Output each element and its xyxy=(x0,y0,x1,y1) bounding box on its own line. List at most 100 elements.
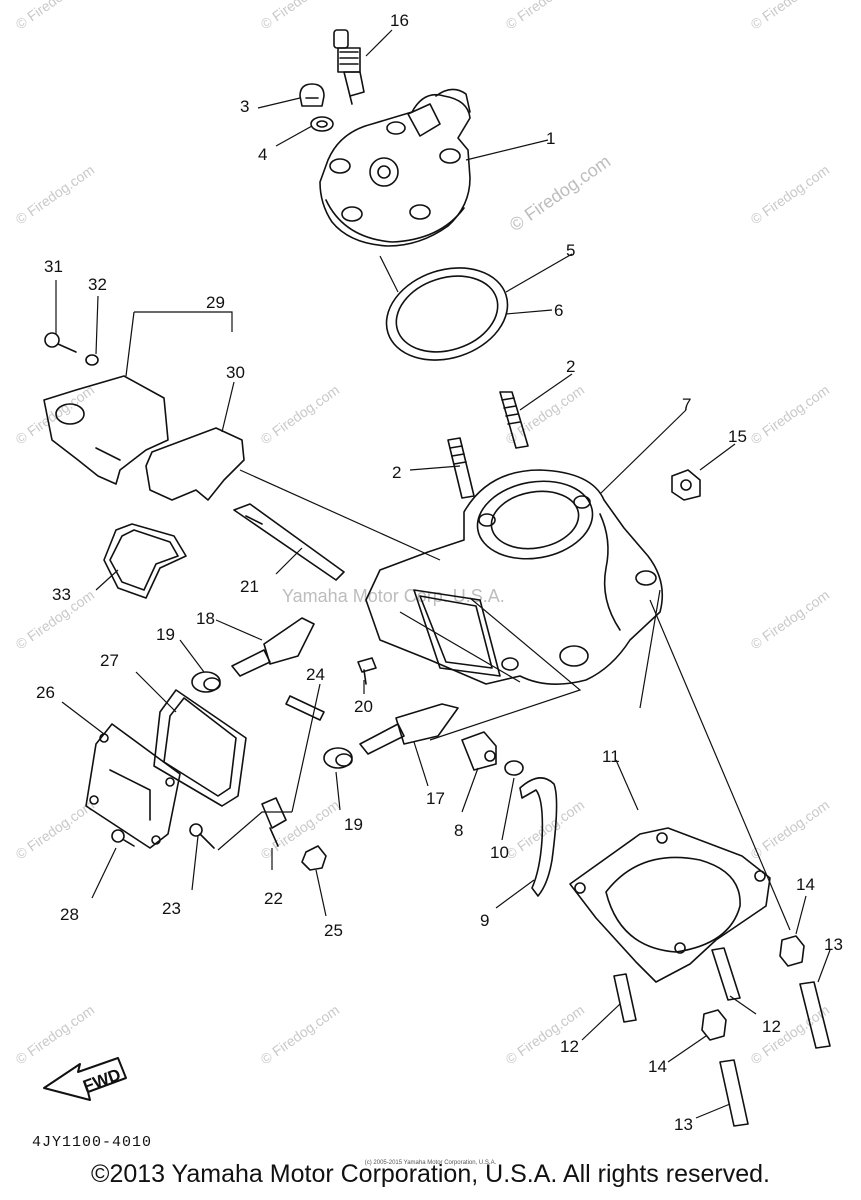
forward-arrow-icon xyxy=(43,1057,127,1101)
housing-gasket xyxy=(145,427,245,501)
callout-23: 23 xyxy=(162,899,181,918)
watermark: © Firedog.com xyxy=(258,0,343,32)
stud-bolt xyxy=(799,981,831,1049)
callout-22: 22 xyxy=(264,889,283,908)
callout-33: 33 xyxy=(52,585,71,604)
callout-29: 29 xyxy=(206,293,225,312)
bolt xyxy=(189,823,215,849)
power-valve xyxy=(359,703,459,755)
callout-19: 19 xyxy=(156,625,175,644)
watermark: © Firedog.com xyxy=(506,151,614,235)
base-gasket xyxy=(569,827,771,983)
callout-labels: 16 3 4 1 5 6 2 2 7 15 11 14 13 12 12 14 … xyxy=(36,11,843,1134)
callout-18: 18 xyxy=(196,609,215,628)
callout-17: 17 xyxy=(426,789,445,808)
watermark: © Firedog.com xyxy=(748,0,833,32)
watermark: © Firedog.com xyxy=(503,797,588,863)
callout-14b: 14 xyxy=(648,1057,667,1076)
callout-8: 8 xyxy=(454,821,463,840)
valve-cover xyxy=(85,723,181,849)
watermark: © Firedog.com xyxy=(13,162,98,228)
callout-16: 16 xyxy=(390,11,409,30)
callout-4: 4 xyxy=(258,145,267,164)
callout-2b: 2 xyxy=(392,463,401,482)
watermark: © Firedog.com xyxy=(258,382,343,448)
nut xyxy=(671,469,701,501)
callout-26: 26 xyxy=(36,683,55,702)
fitting xyxy=(461,731,497,771)
washer xyxy=(85,354,99,366)
valve-shaft xyxy=(233,503,345,581)
plug-bolt xyxy=(299,83,325,107)
callout-25: 25 xyxy=(324,921,343,940)
hose xyxy=(519,777,558,897)
screw xyxy=(357,657,377,685)
bolt xyxy=(44,332,77,353)
nut xyxy=(301,845,327,871)
nut xyxy=(779,935,805,967)
watermark: © Firedog.com xyxy=(748,1002,833,1068)
callout-2: 2 xyxy=(566,357,575,376)
watermark: © Firedog.com xyxy=(503,1002,588,1068)
spacer xyxy=(323,747,353,769)
callout-28: 28 xyxy=(60,905,79,924)
leader-lines xyxy=(55,29,831,1119)
callout-13: 13 xyxy=(824,935,843,954)
stud-bolt xyxy=(719,1059,749,1127)
stud-bolt xyxy=(711,947,741,1001)
callout-21: 21 xyxy=(240,577,259,596)
screw xyxy=(111,829,135,847)
spacer xyxy=(191,671,221,693)
watermark: © Firedog.com xyxy=(13,0,98,32)
watermark: © Firedog.com xyxy=(748,587,833,653)
cylinder xyxy=(365,469,664,685)
seal-gasket xyxy=(103,523,187,599)
callout-15: 15 xyxy=(728,427,747,446)
callout-1: 1 xyxy=(546,129,555,148)
watermark: © Firedog.com xyxy=(258,1002,343,1068)
cylinder-head xyxy=(319,88,471,247)
callout-24: 24 xyxy=(306,665,325,684)
callout-12b: 12 xyxy=(560,1037,579,1056)
power-valve xyxy=(231,617,315,677)
callout-10: 10 xyxy=(490,843,509,862)
watermark: © Firedog.com xyxy=(503,0,588,32)
callout-7: 7 xyxy=(682,395,691,414)
callout-3: 3 xyxy=(240,97,249,116)
callout-27: 27 xyxy=(100,651,119,670)
callout-9: 9 xyxy=(480,911,489,930)
callout-12: 12 xyxy=(762,1017,781,1036)
clip xyxy=(504,760,524,776)
housing-cover xyxy=(43,375,169,485)
lever xyxy=(261,797,287,847)
stud-bolt xyxy=(499,391,529,449)
stud-bolt xyxy=(613,973,637,1023)
watermark: © Firedog.com xyxy=(748,382,833,448)
washer xyxy=(310,116,334,132)
callout-13b: 13 xyxy=(674,1115,693,1134)
callout-20: 20 xyxy=(354,697,373,716)
watermark: © Firedog.com xyxy=(13,1002,98,1068)
callout-11: 11 xyxy=(602,747,620,766)
pin xyxy=(285,695,325,721)
callout-32: 32 xyxy=(88,275,107,294)
center-watermark: Yamaha Motor Corp. U.S.A. xyxy=(282,586,505,606)
head-gasket xyxy=(385,267,509,361)
watermarks: © Firedog.com © Firedog.com © Firedog.co… xyxy=(13,0,833,1067)
callout-30: 30 xyxy=(226,363,245,382)
watermark: © Firedog.com xyxy=(13,797,98,863)
stud-bolt xyxy=(447,437,475,499)
callout-31: 31 xyxy=(44,257,63,276)
small-notice: (c) 2005-2015 Yamaha Motor Corporation, … xyxy=(364,1160,497,1166)
callout-19b: 19 xyxy=(344,815,363,834)
part-code: 4JY1100-4010 xyxy=(32,1134,153,1151)
spark-plug xyxy=(333,29,365,105)
cover-gasket xyxy=(153,689,247,807)
copyright-footer: ©2013 Yamaha Motor Corporation, U.S.A. A… xyxy=(91,1160,770,1188)
watermark: © Firedog.com xyxy=(748,797,833,863)
callout-14: 14 xyxy=(796,875,815,894)
callout-5: 5 xyxy=(566,241,575,260)
watermark: © Firedog.com xyxy=(748,162,833,228)
